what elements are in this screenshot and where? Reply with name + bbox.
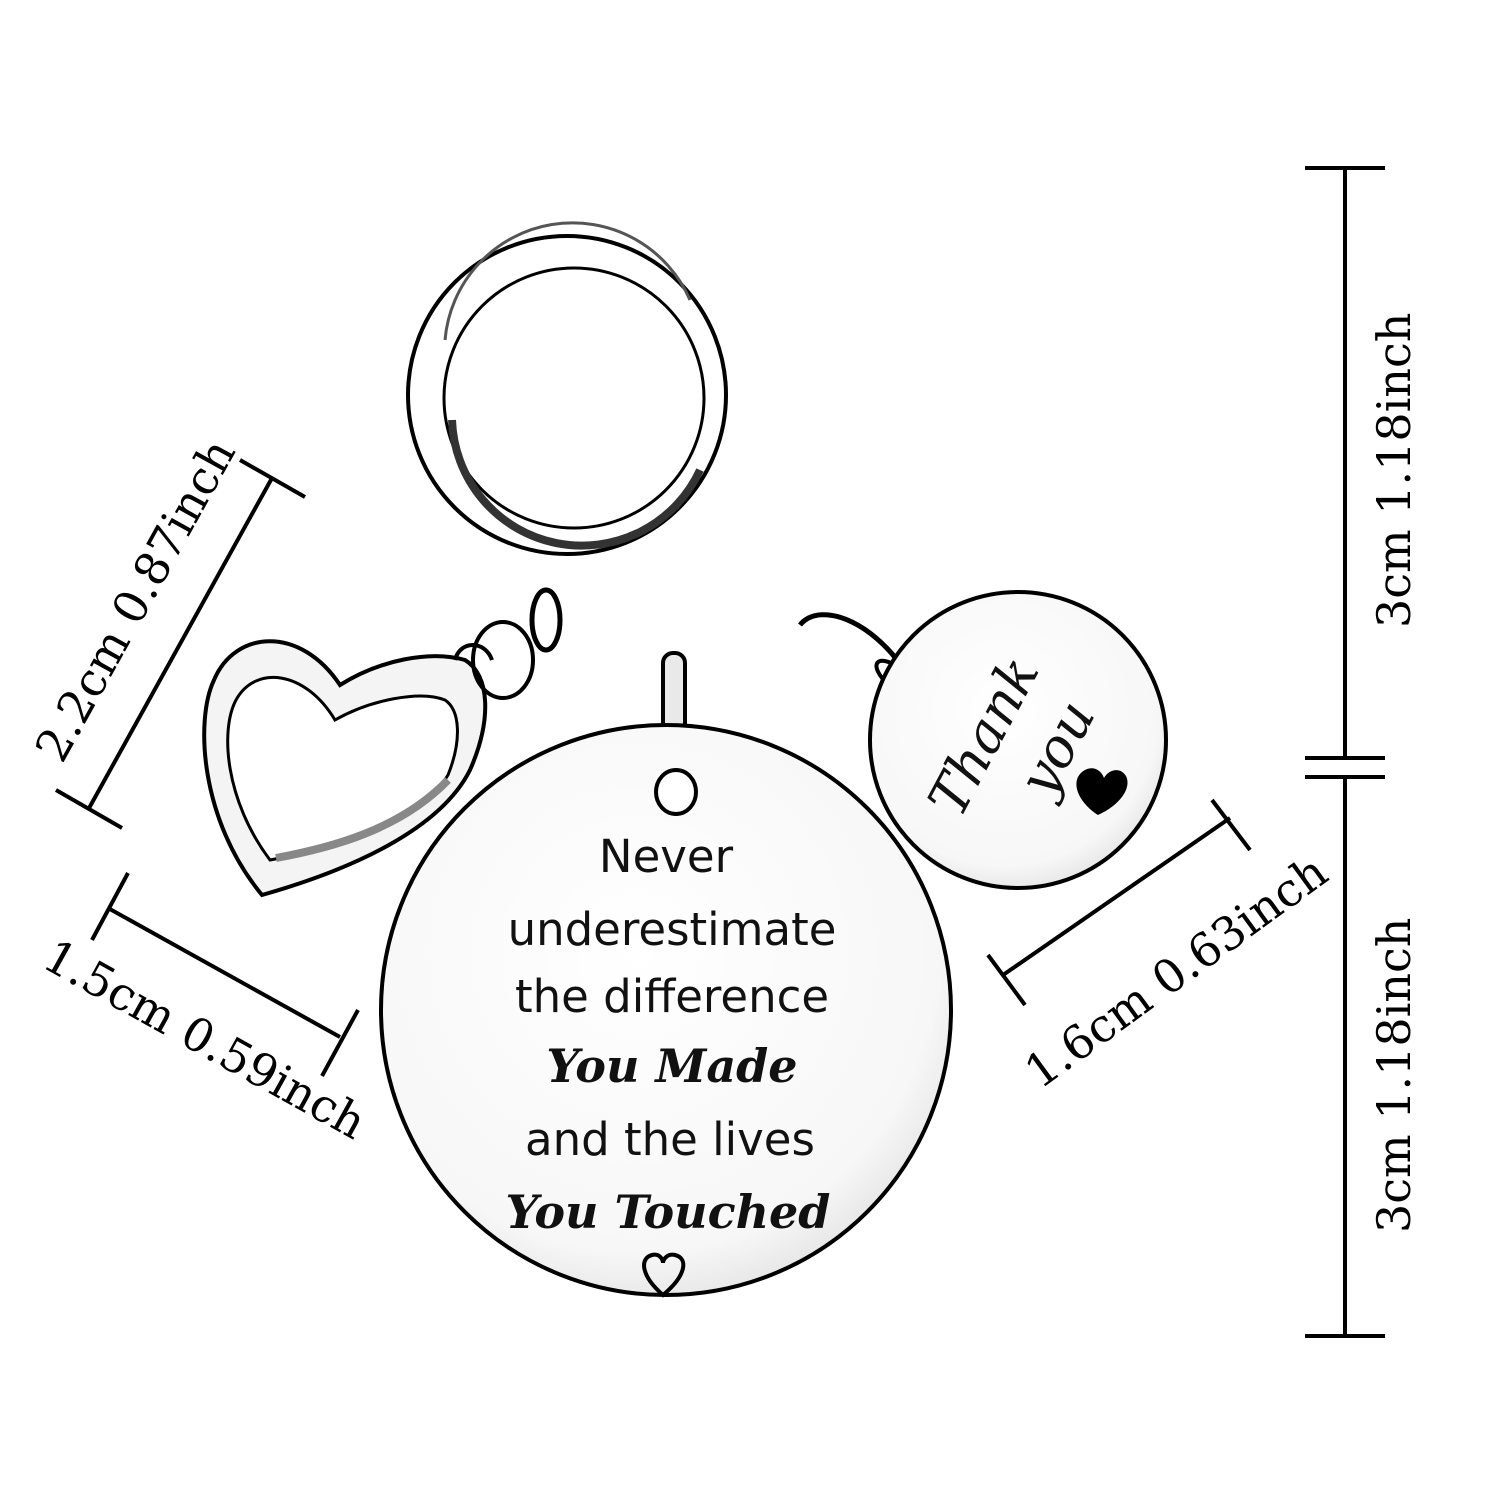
dimension-ring-height-label: 3cm 1.18inch bbox=[1367, 313, 1421, 628]
main-tag-line-6: You Touched bbox=[506, 1185, 831, 1239]
main-tag-line-3: the difference bbox=[515, 970, 829, 1023]
heart-outline-icon bbox=[642, 1252, 686, 1298]
filled-heart-icon bbox=[1076, 768, 1128, 815]
key-ring bbox=[406, 221, 728, 556]
main-tag-line-5: and the lives bbox=[525, 1113, 815, 1166]
main-tag: Never underestimate the difference You M… bbox=[379, 723, 953, 1298]
main-tag-line-4: You Made bbox=[546, 1039, 797, 1093]
dimension-heart-bottom: 1.5cm 0.59inch bbox=[35, 872, 375, 1150]
main-tag-line-1: Never bbox=[599, 830, 734, 883]
main-tag-line-2: underestimate bbox=[508, 903, 837, 956]
dimension-main-tag-height-label: 3cm 1.18inch bbox=[1367, 918, 1421, 1233]
heart-charm bbox=[202, 587, 563, 898]
dimension-main-tag-height: 3cm 1.18inch bbox=[1305, 775, 1421, 1338]
dimension-ring-height: 3cm 1.18inch bbox=[1305, 166, 1421, 760]
small-tag: Thank you bbox=[868, 590, 1168, 890]
